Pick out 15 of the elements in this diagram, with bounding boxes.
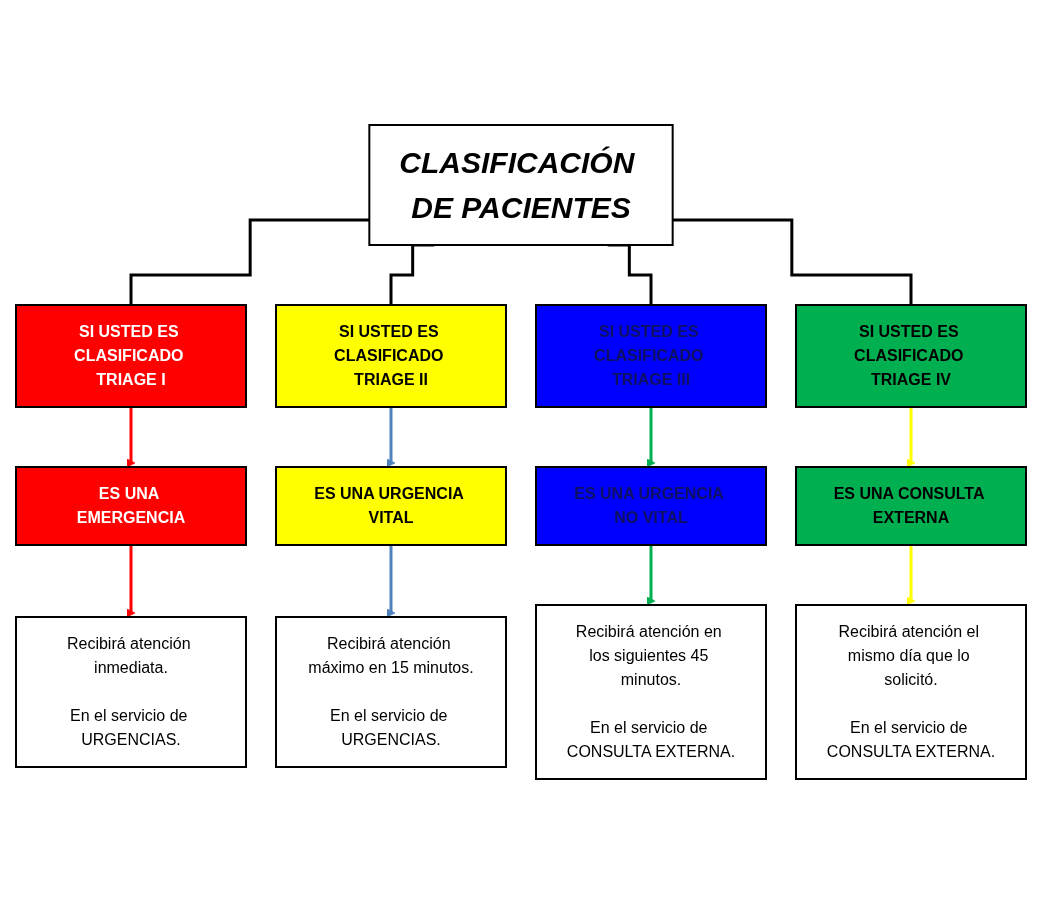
node-box: Recibirá atención máximo en 15 minutos. En el servicio de URGENCIAS. xyxy=(274,616,507,768)
node-box: SI USTED ES CLASIFICADO TRIAGE III xyxy=(534,304,767,408)
connector xyxy=(129,218,369,307)
connector xyxy=(672,218,912,307)
node-box: CLASIFICACIÓN DE PACIENTES xyxy=(367,124,674,246)
node-box: SI USTED ES CLASIFICADO TRIAGE II xyxy=(274,304,507,408)
node-box: ES UNA EMERGENCIA xyxy=(14,466,247,546)
node-box: Recibirá atención inmediata. En el servicio de URGENCIAS. xyxy=(14,616,247,768)
node-box: ES UNA URGENCIA VITAL xyxy=(274,466,507,546)
node-box: Recibirá atención en los siguientes 45 minutos. En el servicio de CONSULTA EXTERNA. xyxy=(534,604,767,780)
node-box: SI USTED ES CLASIFICADO TRIAGE I xyxy=(14,304,247,408)
node-box: ES UNA URGENCIA NO VITAL xyxy=(534,466,767,546)
node-box: ES UNA CONSULTA EXTERNA xyxy=(794,466,1027,546)
node-box: SI USTED ES CLASIFICADO TRIAGE IV xyxy=(794,304,1027,408)
node-box: Recibirá atención el mismo día que lo solicitó. En el servicio de CONSULTA EXTERNA. xyxy=(794,604,1027,780)
